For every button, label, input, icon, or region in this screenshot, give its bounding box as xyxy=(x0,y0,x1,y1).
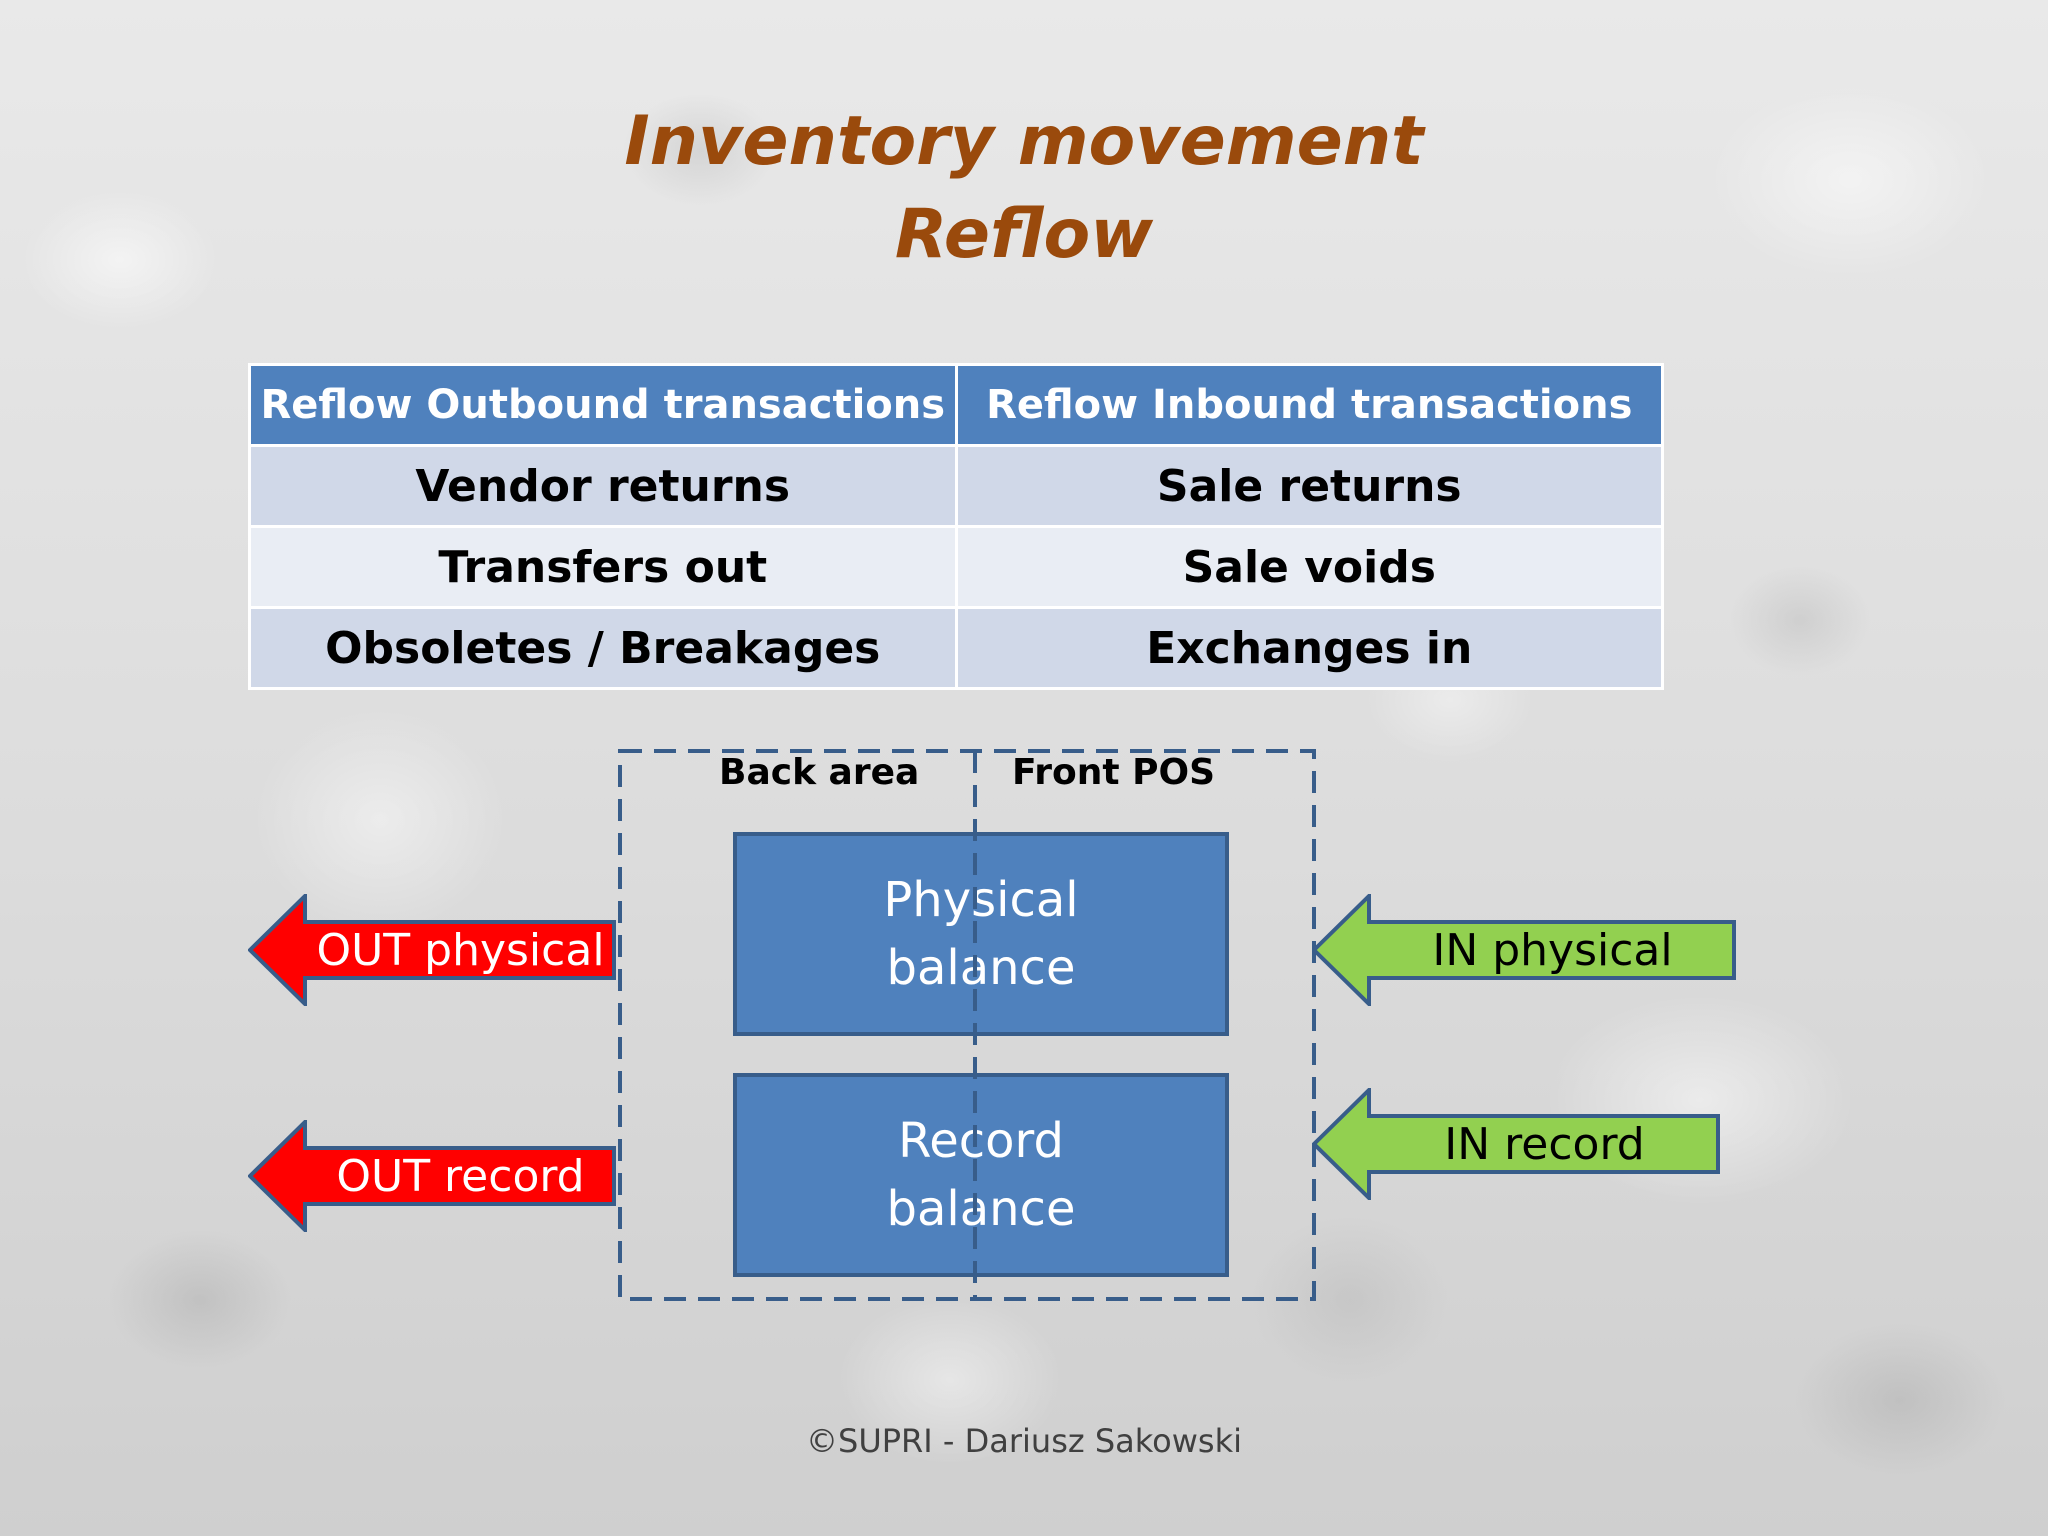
in-physical-label: IN physical xyxy=(1432,924,1673,976)
out-record-label: OUT record xyxy=(336,1150,585,1202)
back-area-label: Back area xyxy=(719,752,920,793)
table-row: Obsoletes / Breakages Exchanges in xyxy=(248,606,1664,690)
out-physical-label: OUT physical xyxy=(316,924,605,976)
left-arrow-icon xyxy=(248,894,616,1006)
inbound-cell: Sale voids xyxy=(954,525,1664,609)
reflow-transactions-table: Reflow Outbound transactions Reflow Inbo… xyxy=(248,363,1664,690)
outbound-cell: Obsoletes / Breakages xyxy=(248,606,958,690)
header-inbound: Reflow Inbound transactions xyxy=(954,363,1664,447)
slide-title-line1: Inventory movement xyxy=(624,102,1424,181)
left-arrow-icon xyxy=(1312,894,1736,1006)
in-record-label: IN record xyxy=(1444,1118,1645,1170)
in-record-arrow: IN record xyxy=(1312,1088,1720,1200)
left-arrow-icon xyxy=(1312,1088,1720,1200)
physical-balance-line2: balance xyxy=(886,940,1076,996)
left-arrow-icon xyxy=(248,1120,616,1232)
inbound-cell: Exchanges in xyxy=(954,606,1664,690)
table-row: Transfers out Sale voids xyxy=(248,525,1664,609)
out-record-arrow: OUT record xyxy=(248,1120,616,1232)
record-balance-line2: balance xyxy=(886,1181,1076,1237)
outbound-cell: Transfers out xyxy=(248,525,958,609)
record-balance-line1: Record xyxy=(898,1113,1064,1169)
inbound-cell: Sale returns xyxy=(954,444,1664,528)
out-physical-arrow: OUT physical xyxy=(248,894,616,1006)
front-pos-label: Front POS xyxy=(1012,752,1216,793)
outbound-cell: Vendor returns xyxy=(248,444,958,528)
table-header-row: Reflow Outbound transactions Reflow Inbo… xyxy=(248,363,1664,447)
slide-title-line2: Reflow xyxy=(894,195,1154,274)
footer-copyright: ©SUPRI - Dariusz Sakowski xyxy=(806,1422,1242,1460)
physical-balance-line1: Physical xyxy=(883,872,1079,928)
table-row: Vendor returns Sale returns xyxy=(248,444,1664,528)
record-balance-box: Record balance xyxy=(733,1073,1229,1277)
header-outbound: Reflow Outbound transactions xyxy=(248,363,958,447)
physical-balance-box: Physical balance xyxy=(733,832,1229,1036)
in-physical-arrow: IN physical xyxy=(1312,894,1736,1006)
